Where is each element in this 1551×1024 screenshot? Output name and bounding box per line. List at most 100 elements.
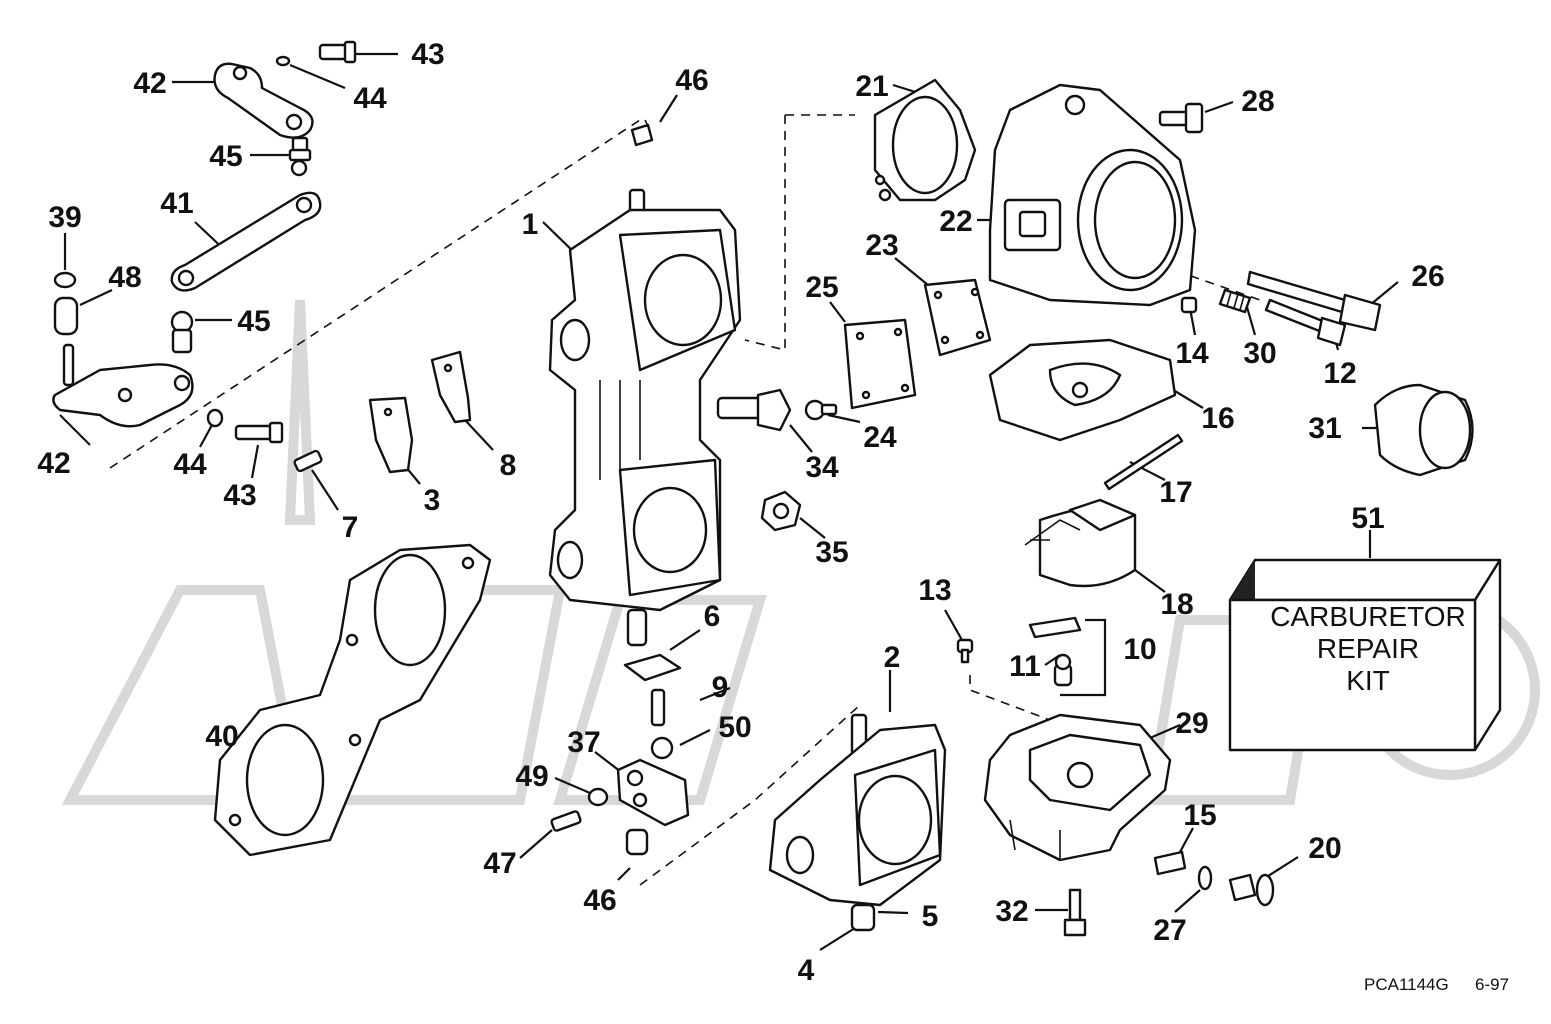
callout-39: 39 xyxy=(48,201,81,234)
callout-labels: 43 42 44 46 45 39 41 48 45 1 42 44 43 7 … xyxy=(37,38,1444,987)
callout-4: 4 xyxy=(798,954,815,987)
callout-16: 16 xyxy=(1201,402,1234,435)
cover-gasket-23 xyxy=(923,278,992,357)
callout-21: 21 xyxy=(855,70,888,103)
callout-42-top: 42 xyxy=(133,67,166,100)
nut-35 xyxy=(760,490,802,532)
callout-35: 35 xyxy=(815,536,848,569)
kit-label-line3: KIT xyxy=(1346,665,1390,696)
callout-46-lower: 46 xyxy=(583,884,616,917)
callout-29: 29 xyxy=(1175,707,1208,740)
ball-stud-45-mid xyxy=(170,310,194,354)
fitting-24 xyxy=(804,399,838,421)
callout-8: 8 xyxy=(500,449,517,482)
screw-15 xyxy=(1153,850,1187,876)
callout-13: 13 xyxy=(918,574,951,607)
gasket-21 xyxy=(873,78,977,202)
callout-48: 48 xyxy=(108,261,141,294)
callout-22: 22 xyxy=(939,205,972,238)
screw-7 xyxy=(293,449,323,473)
callout-9: 9 xyxy=(712,671,729,704)
kit-label-line2: REPAIR xyxy=(1317,633,1419,664)
screw-12 xyxy=(1264,298,1347,347)
plug-46-lower xyxy=(625,828,649,856)
kit-label-line1: CARBURETOR xyxy=(1270,601,1466,632)
callout-7: 7 xyxy=(342,511,359,544)
screw-32 xyxy=(1063,888,1087,937)
callout-43-top: 43 xyxy=(411,38,444,71)
washer-44-top xyxy=(275,55,291,67)
callout-23: 23 xyxy=(865,229,898,262)
washer-49 xyxy=(587,787,609,807)
callout-24: 24 xyxy=(863,421,897,454)
callout-44-lower: 44 xyxy=(173,448,207,481)
callout-6: 6 xyxy=(704,600,721,633)
callout-46-top: 46 xyxy=(675,64,708,97)
callout-15: 15 xyxy=(1183,799,1216,832)
screw-43-top xyxy=(318,40,357,64)
carburetor-body-2 xyxy=(768,713,947,932)
washer-44-lower xyxy=(206,408,224,428)
callout-32: 32 xyxy=(995,895,1028,928)
ball-stud-45-top xyxy=(288,136,312,177)
lever-37 xyxy=(616,758,690,827)
throttle-housing-22 xyxy=(988,83,1197,307)
callout-42-lower: 42 xyxy=(37,447,70,480)
spring-30 xyxy=(1218,288,1252,314)
callout-10: 10 xyxy=(1123,633,1156,666)
part-code: PCA1144G xyxy=(1364,975,1449,994)
float-18 xyxy=(1024,498,1137,588)
callout-14: 14 xyxy=(1175,337,1209,370)
callout-41: 41 xyxy=(160,187,193,220)
nut-39 xyxy=(53,271,77,289)
callout-28: 28 xyxy=(1241,85,1274,118)
callout-11: 11 xyxy=(1009,650,1041,683)
callout-18: 18 xyxy=(1160,588,1193,621)
callout-20: 20 xyxy=(1308,832,1341,865)
callout-40: 40 xyxy=(205,720,238,753)
gasket-40 xyxy=(213,543,492,857)
date-code: 6-97 xyxy=(1475,975,1509,994)
callout-44-top: 44 xyxy=(353,82,387,115)
bracket-8 xyxy=(430,350,472,424)
callout-51: 51 xyxy=(1351,502,1384,535)
callout-17: 17 xyxy=(1159,476,1192,509)
plate-6 xyxy=(623,653,682,682)
fitting-34 xyxy=(716,388,792,432)
callout-31: 31 xyxy=(1308,412,1341,445)
sleeve-31 xyxy=(1373,383,1474,477)
callout-1: 1 xyxy=(522,208,539,241)
callout-26: 26 xyxy=(1411,260,1444,293)
gasket-16 xyxy=(988,338,1177,442)
callout-43-lower: 43 xyxy=(223,479,256,512)
plug-46-top xyxy=(630,123,654,147)
screw-47 xyxy=(550,810,582,832)
nut-50 xyxy=(650,736,674,760)
callout-34: 34 xyxy=(805,451,839,484)
callout-27: 27 xyxy=(1153,914,1186,947)
callout-30: 30 xyxy=(1243,337,1276,370)
callout-50: 50 xyxy=(718,711,751,744)
screw-13 xyxy=(956,638,974,664)
screw-43-lower xyxy=(234,421,284,444)
washer-27 xyxy=(1197,865,1213,891)
sleeve-48 xyxy=(53,296,79,336)
callout-37: 37 xyxy=(567,726,600,759)
link-rod-41 xyxy=(170,191,322,292)
bracket-3 xyxy=(368,396,414,474)
callout-2: 2 xyxy=(884,641,901,674)
callout-3: 3 xyxy=(424,484,441,517)
callout-25: 25 xyxy=(805,271,838,304)
plate-25 xyxy=(843,318,917,410)
callout-12: 12 xyxy=(1323,357,1356,390)
repair-kit-box-51 xyxy=(1228,558,1502,752)
fitting-20 xyxy=(1228,873,1275,907)
carburetor-body-1 xyxy=(548,188,742,647)
needle-valve-11 xyxy=(1028,616,1082,687)
bolt-28 xyxy=(1158,102,1204,134)
callout-5: 5 xyxy=(922,900,939,933)
screw-26 xyxy=(1246,270,1382,332)
pin-17 xyxy=(1103,433,1184,491)
screw-14 xyxy=(1180,296,1198,314)
